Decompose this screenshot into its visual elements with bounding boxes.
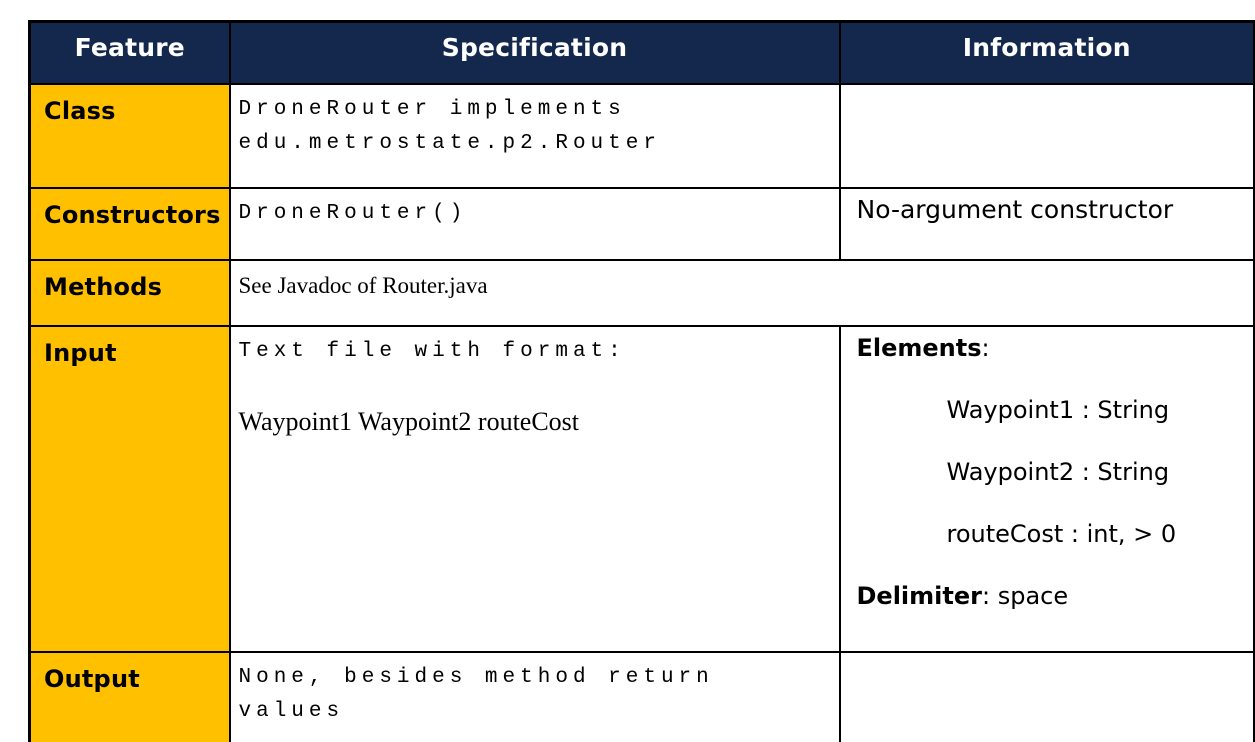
col-header-information: Information [838, 20, 1255, 85]
elements-heading: Elements: [857, 333, 1246, 363]
cell-methods-spec: See Javadoc of Router.java [228, 258, 1255, 327]
cell-constructors-spec: DroneRouter() [228, 186, 841, 261]
row-output: Output None, besides method return value… [28, 650, 1255, 742]
cell-constructors-feature: Constructors [28, 186, 231, 261]
element-item-routecost: routeCost : int, > 0 [946, 519, 1177, 548]
element-item-waypoint2: Waypoint2 : String [946, 457, 1170, 486]
elements-heading-bold: Elements [856, 333, 982, 362]
header-row: Feature Specification Information [28, 20, 1255, 85]
cell-constructors-info: No-argument constructor [838, 186, 1255, 261]
cell-input-feature: Input [28, 324, 231, 653]
col-header-feature: Feature [28, 20, 231, 85]
specification-table: Feature Specification Information Class … [28, 20, 1255, 742]
output-description-code: None, besides method return values [238, 665, 714, 723]
element-item-waypoint1: Waypoint1 : String [946, 395, 1170, 424]
row-class: Class DroneRouter implements edu.metrost… [28, 82, 1255, 189]
cell-class-spec: DroneRouter implements edu.metrostate.p2… [228, 82, 841, 189]
cell-input-info: Elements: Waypoint1 : String Waypoint2 :… [838, 324, 1255, 653]
delimiter-line: Delimiter: space [857, 581, 1246, 611]
cell-output-spec: None, besides method return values [228, 650, 841, 742]
cell-input-spec: Text file with format: Waypoint1 Waypoin… [228, 324, 841, 653]
row-constructors: Constructors DroneRouter() No-argument c… [28, 186, 1255, 261]
input-format-code: Text file with format: [238, 339, 626, 363]
row-input: Input Text file with format: Waypoint1 W… [28, 324, 1255, 653]
constructor-signature-code: DroneRouter() [238, 201, 468, 225]
cell-output-feature: Output [28, 650, 231, 742]
class-signature-code: DroneRouter implements edu.metrostate.p2… [238, 97, 661, 155]
delimiter-value: : space [981, 581, 1069, 610]
col-header-specification: Specification [228, 20, 841, 85]
row-methods: Methods See Javadoc of Router.java [28, 258, 1255, 327]
input-format-example: Waypoint1 Waypoint2 routeCost [238, 406, 580, 436]
delimiter-label-bold: Delimiter [856, 581, 982, 610]
cell-class-feature: Class [28, 82, 231, 189]
constructor-info-text: No-argument constructor [856, 194, 1174, 224]
cell-output-info [838, 650, 1255, 742]
methods-javadoc-note: See Javadoc of Router.java [238, 272, 488, 298]
elements-heading-colon: : [981, 333, 990, 362]
cell-class-info [838, 82, 1255, 189]
cell-methods-feature: Methods [28, 258, 231, 327]
